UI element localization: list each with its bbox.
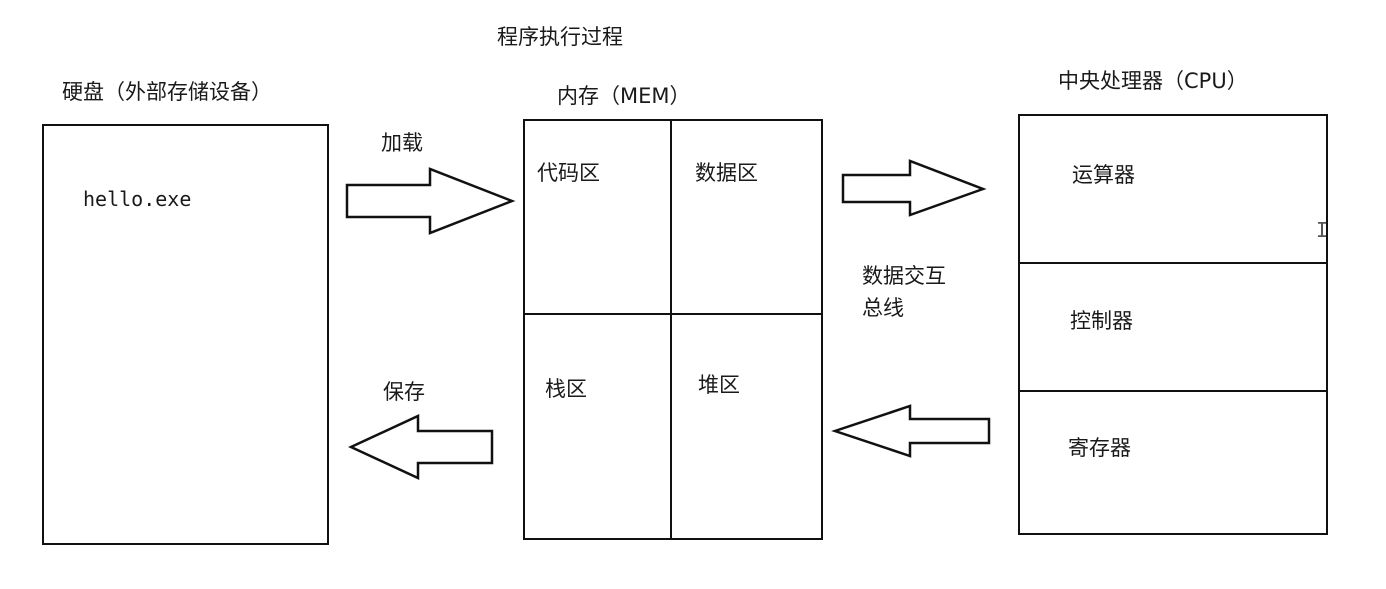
memory-heading: 内存（MEM）	[557, 84, 691, 108]
text-cursor-icon: I	[1316, 218, 1329, 242]
cpu-register-label: 寄存器	[1068, 436, 1131, 460]
bus-label-line1: 数据交互	[862, 264, 946, 288]
memory-stack-region: 栈区	[525, 315, 672, 538]
cpu-control-label: 控制器	[1070, 309, 1133, 333]
disk-box: hello.exe	[42, 124, 329, 545]
cpu-to-mem-arrow	[831, 404, 991, 458]
save-label: 保存	[383, 380, 425, 404]
memory-code-label: 代码区	[537, 161, 600, 185]
cpu-control-unit: 控制器	[1020, 264, 1326, 392]
memory-data-label: 数据区	[695, 161, 758, 185]
cpu-register-unit: 寄存器	[1020, 392, 1326, 533]
memory-data-region: 数据区	[672, 121, 821, 315]
diagram-title: 程序执行过程	[497, 25, 623, 49]
cpu-alu-label: 运算器	[1072, 163, 1135, 187]
disk-heading: 硬盘（外部存储设备）	[62, 80, 272, 104]
load-label: 加载	[381, 131, 423, 155]
cpu-alu-unit: 运算器	[1020, 116, 1326, 264]
memory-box: 代码区 数据区 栈区 堆区	[523, 119, 823, 540]
mem-to-cpu-arrow	[841, 159, 987, 217]
disk-file-label: hello.exe	[83, 187, 192, 211]
memory-stack-label: 栈区	[545, 377, 587, 401]
load-arrow	[345, 167, 516, 235]
memory-heap-region: 堆区	[672, 315, 821, 538]
cpu-heading: 中央处理器（CPU）	[1058, 69, 1248, 93]
memory-code-region: 代码区	[525, 121, 672, 315]
save-arrow	[348, 414, 494, 480]
cpu-box: 运算器 控制器 寄存器	[1018, 114, 1328, 535]
bus-label-line2: 总线	[862, 296, 904, 320]
memory-heap-label: 堆区	[698, 373, 740, 397]
